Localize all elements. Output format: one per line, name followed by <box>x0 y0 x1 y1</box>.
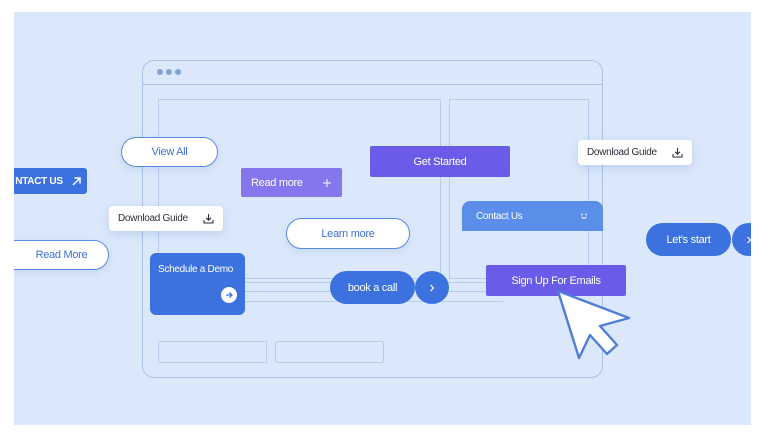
smile-icon <box>579 211 589 221</box>
get-started-label: Get Started <box>413 155 467 168</box>
book-a-call-arrow-button[interactable] <box>415 271 449 304</box>
download-icon <box>203 213 214 224</box>
illustration-canvas: NTACT US View All Read more Get Started … <box>14 12 751 425</box>
window-dot <box>175 69 181 75</box>
read-more-button[interactable]: Read more <box>241 168 342 197</box>
read-more-outline-label: Read More <box>35 249 88 261</box>
read-more-label: Read more <box>251 176 303 189</box>
learn-more-label: Learn more <box>321 227 375 240</box>
contact-us-label: NTACT US <box>15 175 63 187</box>
chevron-right-icon <box>745 236 752 244</box>
arrow-up-right-icon <box>71 176 82 187</box>
window-dot <box>166 69 172 75</box>
sign-up-emails-button[interactable]: Sign Up For Emails <box>486 265 626 296</box>
schedule-demo-card[interactable]: Schedule a Demo <box>150 253 245 315</box>
plus-icon <box>322 178 332 188</box>
book-a-call-label: book a call <box>347 281 398 294</box>
view-all-label: View All <box>151 146 188 158</box>
learn-more-button[interactable]: Learn more <box>286 218 410 249</box>
download-icon <box>672 147 683 158</box>
book-a-call-button[interactable]: book a call <box>330 271 415 304</box>
wireframe-side-block <box>449 99 589 279</box>
contact-us-card-button[interactable]: Contact Us <box>462 201 603 231</box>
schedule-demo-label: Schedule a Demo <box>158 264 233 275</box>
chevron-right-icon <box>428 284 436 292</box>
lets-start-arrow-button[interactable] <box>732 223 751 256</box>
get-started-button[interactable]: Get Started <box>370 146 510 177</box>
window-dot <box>157 69 163 75</box>
wireframe-input <box>275 341 384 363</box>
sign-up-emails-label: Sign Up For Emails <box>511 274 601 287</box>
browser-titlebar <box>143 61 602 85</box>
download-guide-button[interactable]: Download Guide <box>578 140 692 165</box>
lets-start-label: Let's start <box>666 233 711 246</box>
contact-us-button[interactable]: NTACT US <box>14 168 87 194</box>
view-all-button[interactable]: View All <box>121 137 218 167</box>
arrow-right-circle-icon <box>221 287 237 303</box>
download-guide-label: Download Guide <box>587 147 657 158</box>
wireframe-content-block <box>158 99 441 279</box>
download-guide-label: Download Guide <box>118 213 188 224</box>
download-guide-button[interactable]: Download Guide <box>109 206 223 231</box>
wireframe-input <box>158 341 267 363</box>
lets-start-button[interactable]: Let's start <box>646 223 731 256</box>
cursor-icon <box>555 288 635 368</box>
read-more-outline-button[interactable]: Read More <box>14 240 109 270</box>
contact-us-card-label: Contact Us <box>476 210 523 222</box>
